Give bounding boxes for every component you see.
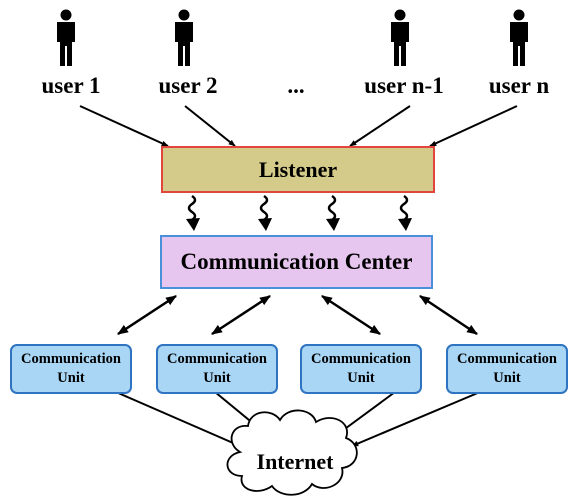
communication-unit-2: Communication Unit [156, 344, 278, 394]
arrow-center-to-unit4 [419, 294, 478, 336]
wavy-arrow-icon [398, 194, 412, 231]
communication-center-box: Communication Center [160, 235, 433, 289]
person-icon [57, 9, 75, 66]
arrow-unit1-to-internet [115, 391, 241, 447]
user-label-n: user n [488, 73, 550, 98]
arrow-user1-to-listener [79, 105, 169, 147]
unit-label-line1: Communication [167, 351, 267, 367]
communication-unit-1: Communication Unit [10, 344, 132, 394]
wavy-arrow-icon [326, 194, 340, 231]
cloud-icon [226, 409, 358, 496]
communication-unit-4: Communication Unit [446, 344, 568, 394]
wavy-arrow-icon [258, 194, 272, 231]
arrow-center-to-unit1 [117, 294, 177, 336]
arrow-unit3-to-internet [337, 391, 396, 435]
arrow-center-to-unit3 [321, 294, 381, 336]
unit-label-line2: Unit [57, 370, 85, 386]
person-icon [391, 9, 409, 66]
person-icon [175, 9, 193, 66]
arrow-usern1-to-listener [349, 105, 411, 147]
arrow-usern-to-listener [429, 105, 518, 147]
listener-label: Listener [258, 156, 338, 182]
user-label-2: user 2 [158, 73, 218, 98]
user-label-1: user 1 [41, 73, 101, 98]
unit-label-line2: Unit [347, 370, 375, 386]
internet-label: Internet [256, 449, 334, 474]
communication-unit-3: Communication Unit [300, 344, 422, 394]
unit-label-line1: Communication [311, 351, 411, 367]
arrow-user2-to-listener [184, 105, 236, 147]
unit-label-line1: Communication [457, 351, 557, 367]
unit-label-line2: Unit [203, 370, 231, 386]
person-icon [510, 9, 528, 66]
listener-box: Listener [161, 146, 435, 193]
communication-center-label: Communication Center [180, 249, 413, 274]
wavy-arrow-icon [186, 194, 200, 231]
arrow-center-to-unit2 [211, 294, 271, 336]
user-label-n-1: user n-1 [364, 73, 444, 98]
unit-label-line2: Unit [493, 370, 521, 386]
ellipsis: ... [287, 73, 305, 98]
unit-label-line1: Communication [21, 351, 121, 367]
arrow-unit4-to-internet [351, 391, 481, 447]
